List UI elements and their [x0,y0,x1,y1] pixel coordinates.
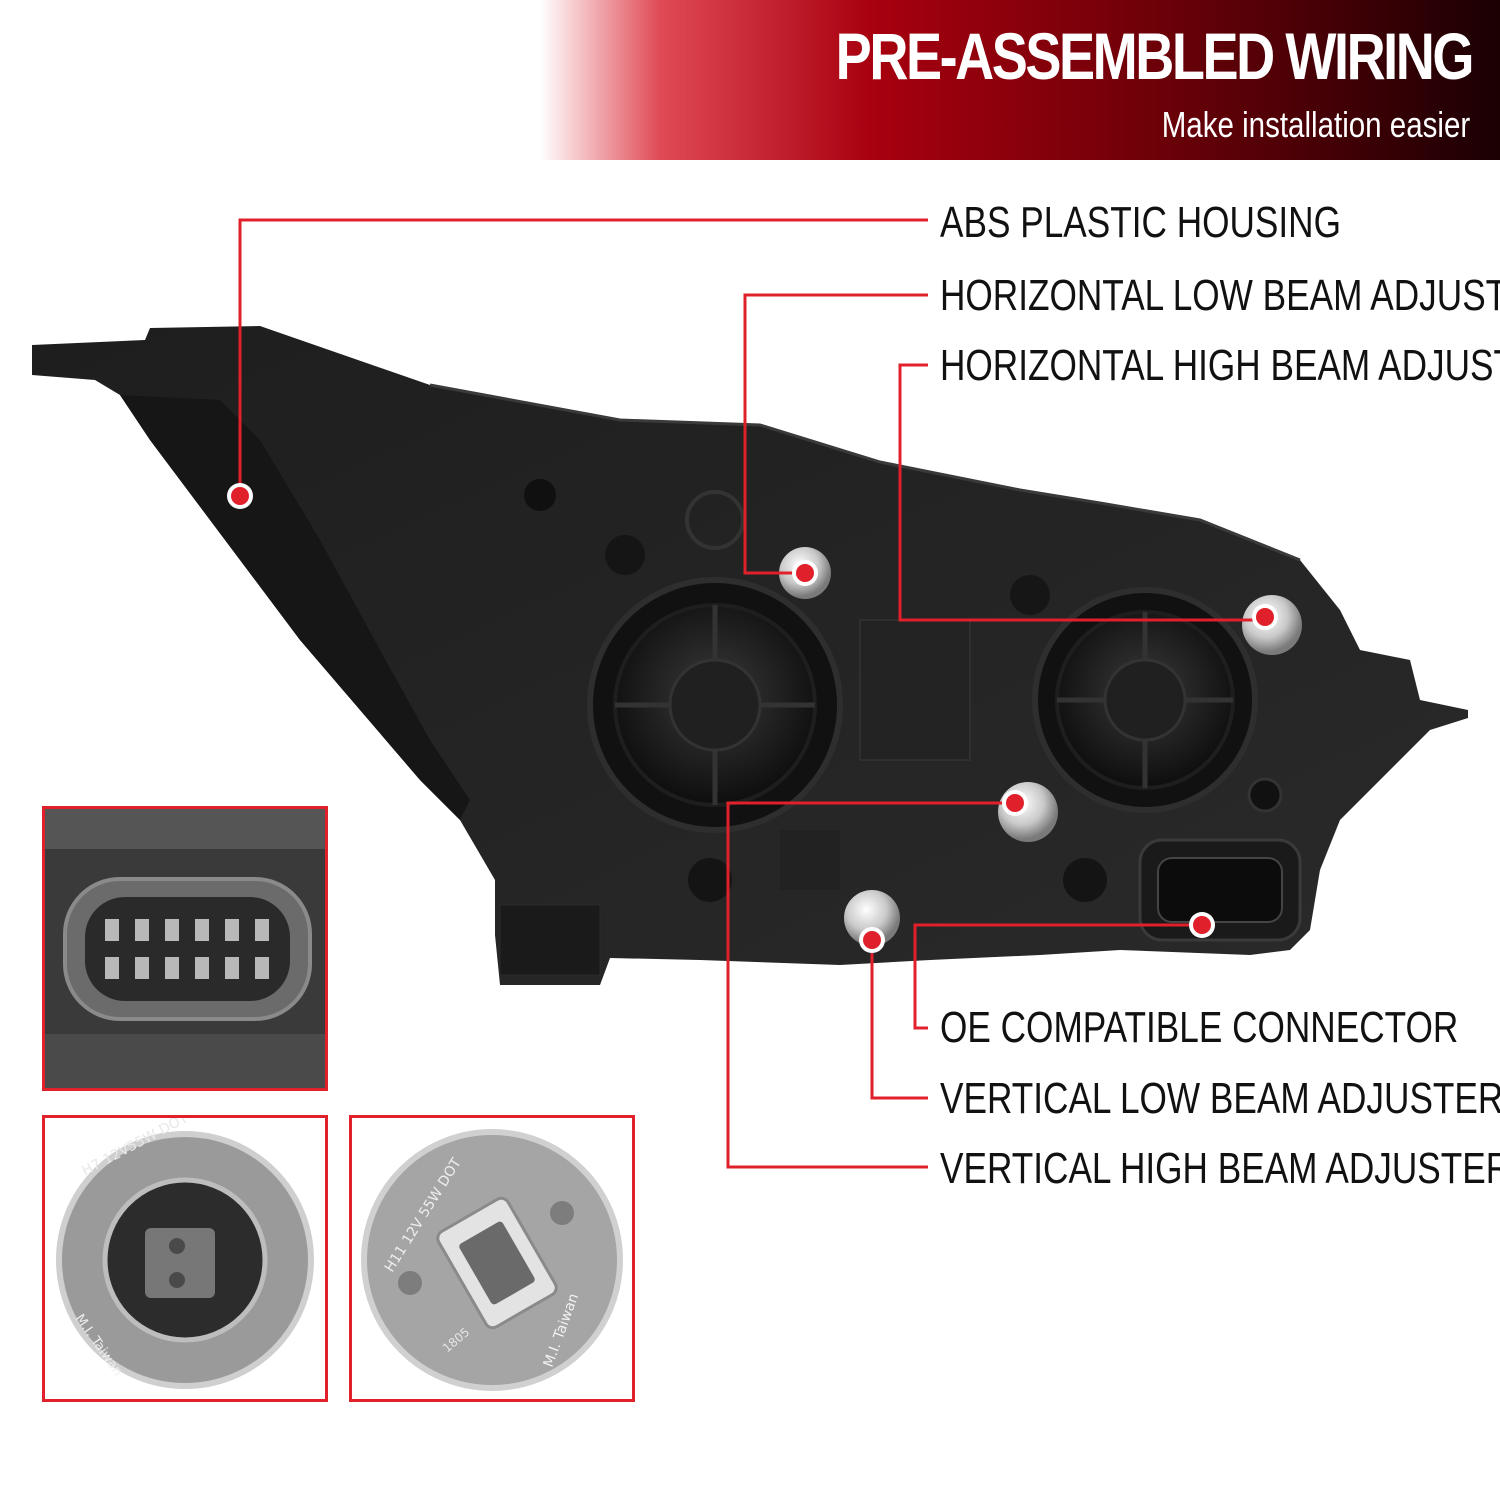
dot-v-low-beam [859,927,885,953]
inset-h11-bulb-base: H11 12V 55W DOT M.I. Taiwan 1805 [349,1115,635,1402]
inset-connector-closeup [42,806,328,1091]
inset-h7-bulb-base: H7 12V55W DOT M.I. Taiwan [42,1115,328,1402]
high-beam-socket [1032,587,1258,813]
label-oe-compatible-connector: OE COMPATIBLE CONNECTOR [940,1003,1459,1052]
label-vertical-low-beam-adjuster: VERTICAL LOW BEAM ADJUSTER [940,1074,1500,1123]
dot-h-low-beam [792,560,818,586]
callout-dots [227,483,1278,953]
h11-bulb-art: H11 12V 55W DOT M.I. Taiwan 1805 [352,1118,632,1399]
callout-leader-lines [238,218,1265,1169]
label-horizontal-high-beam-adjuster: HORIZONTAL HIGH BEAM ADJUSTER [940,341,1500,390]
oe-connector-body [1138,838,1302,942]
label-abs-plastic-housing: ABS PLASTIC HOUSING [940,198,1341,247]
dot-abs-housing [227,483,253,509]
label-horizontal-low-beam-adjuster: HORIZONTAL LOW BEAM ADJUSTER [940,271,1500,320]
banner-title: PRE-ASSEMBLED WIRING [835,19,1475,93]
low-beam-socket [587,577,843,833]
dot-connector [1189,912,1215,938]
h7-bulb-art: H7 12V55W DOT M.I. Taiwan [45,1118,325,1399]
banner-subtitle: Make installation easier [1161,104,1470,145]
dot-v-high-beam [1002,790,1028,816]
label-vertical-high-beam-adjuster: VERTICAL HIGH BEAM ADJUSTER [940,1144,1500,1193]
dot-h-high-beam [1252,604,1278,630]
connector-closeup-art [45,809,325,1088]
header-banner: PRE-ASSEMBLED WIRING Make installation e… [0,0,1500,160]
